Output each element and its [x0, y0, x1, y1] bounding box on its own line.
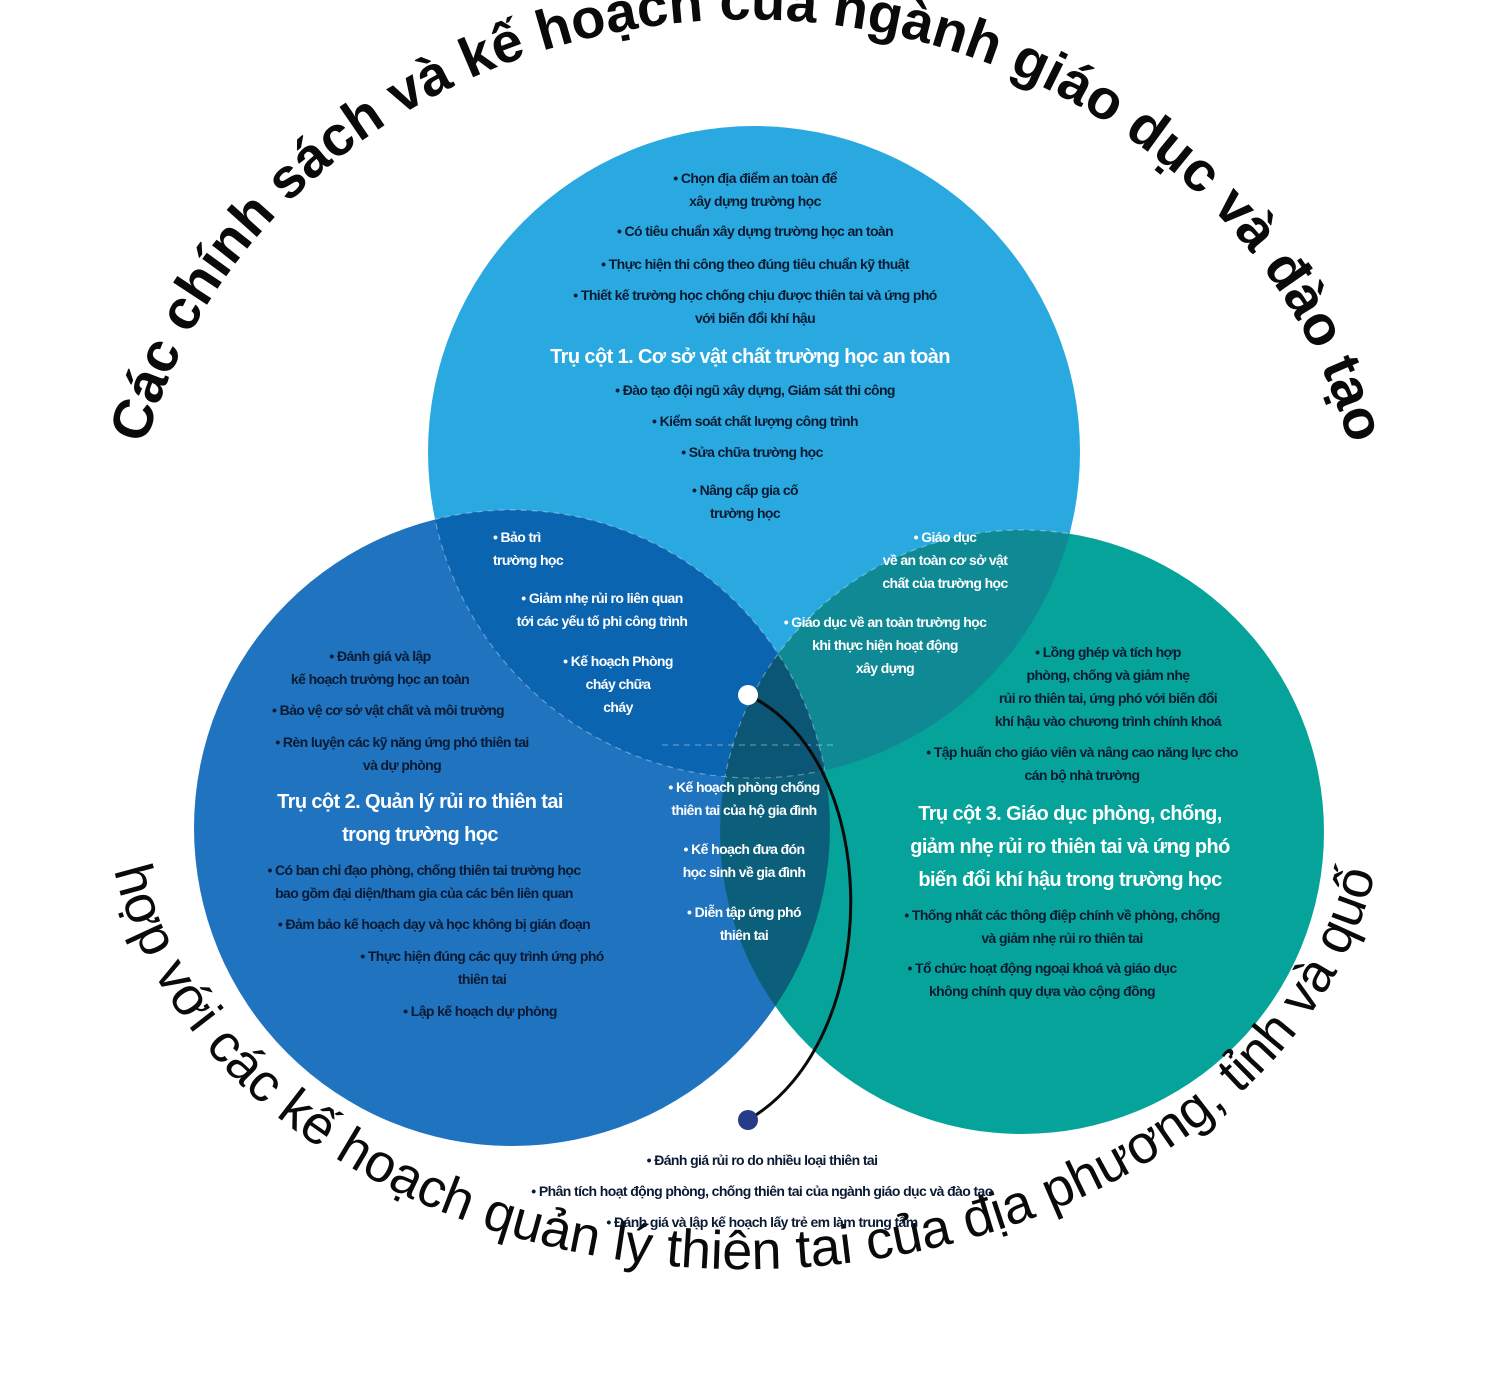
- pillar1-title: Trụ cột 1. Cơ sở vật chất trường học an …: [550, 346, 950, 368]
- overlap23-item: • Diễn tập ứng phó thiên tai: [687, 904, 802, 943]
- overlap12-item: • Bảo trì trường học: [492, 529, 564, 568]
- connector-start-dot: [738, 685, 758, 705]
- pillar2-item: • Thực hiện đúng các quy trình ứng phó t…: [360, 948, 604, 987]
- overlap-1-2: [428, 510, 830, 778]
- overlap13-item: • Giáo dục về an toàn cơ sở vật chất của…: [882, 529, 1008, 591]
- overlap12-item: • Giảm nhẹ rủi ro liên quan tới các yếu …: [516, 590, 688, 629]
- pillar3-item: • Thống nhất các thông điệp chính về phò…: [904, 907, 1220, 946]
- connector-line: [747, 693, 853, 1122]
- pillar1-item: • Sửa chữa trường học: [681, 444, 823, 460]
- overlap23-item: • Kế hoạch phòng chống thiên tai của hộ …: [668, 779, 820, 818]
- overlap12-item: • Kế hoạch Phòng cháy chữa cháy: [563, 653, 673, 715]
- overlap-1-3: [720, 530, 1080, 778]
- pillar3-item: • Lồng ghép và tích hợp phòng, chống và …: [994, 644, 1222, 729]
- foundation-item: • Đánh giá và lập kế hoạch lấy trẻ em là…: [606, 1214, 918, 1230]
- foundation-item: • Phân tích hoạt động phòng, chống thiên…: [531, 1183, 993, 1199]
- pillar2-item: • Đảm bảo kế hoạch dạy và học không bị g…: [277, 916, 591, 932]
- pillar3-item: • Tổ chức hoạt động ngoại khoá và giáo d…: [907, 960, 1177, 999]
- pillar1-item: • Chọn địa điểm an toàn để xây dựng trườ…: [673, 170, 837, 209]
- pillar1-item: • Thực hiện thi công theo đúng tiêu chuẩ…: [601, 256, 909, 272]
- pillar1-item: • Nâng cấp gia cố trường học: [692, 482, 799, 521]
- overlap13-item: • Giáo dục về an toàn trường học khi thự…: [783, 614, 987, 676]
- pillar2-title: Trụ cột 2. Quản lý rủi ro thiên tai tron…: [277, 791, 563, 846]
- pillar2-item: • Có ban chỉ đạo phòng, chống thiên tai …: [267, 862, 581, 901]
- pillar1-item: • Thiết kế trường học chống chịu được th…: [573, 287, 937, 326]
- pillar2-item: • Lập kế hoạch dự phòng: [403, 1003, 557, 1019]
- overlap23-item: • Kế hoạch đưa đón học sinh về gia đình: [682, 841, 806, 880]
- pillar3-item: • Tập huấn cho giáo viên và nâng cao năn…: [926, 744, 1238, 783]
- connector-end-dot: [738, 1110, 758, 1130]
- pillar3-title: Trụ cột 3. Giáo dục phòng, chống, giảm n…: [910, 803, 1230, 891]
- foundation-item: • Đánh giá rủi ro do nhiều loại thiên ta…: [646, 1152, 878, 1168]
- pillar2-item: • Rèn luyện các kỹ năng ứng phó thiên ta…: [275, 734, 529, 773]
- pillar1-item: • Có tiêu chuẩn xây dựng trường học an t…: [616, 223, 894, 239]
- pillar2-item: • Đánh giá và lập kế hoạch trường học an…: [290, 648, 470, 687]
- pillar1-item: • Kiểm soát chất lượng công trình: [652, 413, 858, 429]
- pillar1-item: • Đào tạo đội ngũ xây dựng, Giám sát thi…: [615, 382, 895, 398]
- pillar2-item: • Bảo vệ cơ sở vật chất và môi trường: [272, 702, 505, 718]
